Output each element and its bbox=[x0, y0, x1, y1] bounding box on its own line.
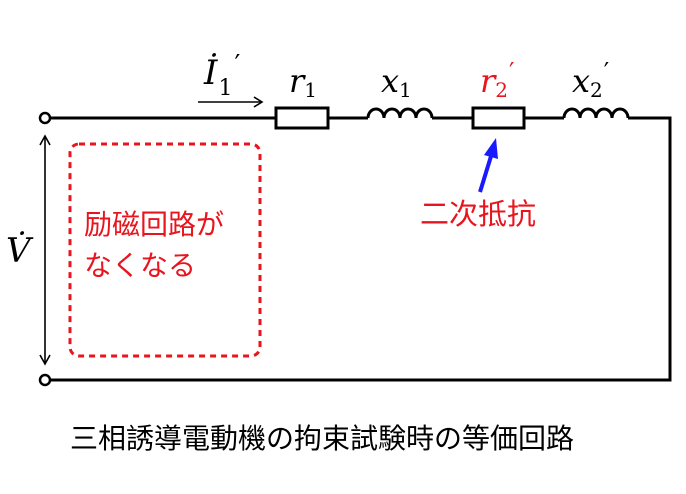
resistor-r1 bbox=[274, 106, 330, 130]
pointer-arrow bbox=[478, 138, 498, 193]
current-label: İ1′ bbox=[203, 50, 240, 101]
secondary-resistance-label: 二次抵抗 bbox=[420, 197, 536, 231]
r2-prime-label: r2′ bbox=[480, 58, 514, 102]
excitation-label-line1: 励磁回路が bbox=[84, 208, 224, 241]
x1-label: x1 bbox=[381, 62, 412, 102]
current-arrow bbox=[198, 96, 264, 108]
excitation-label-line2: なくなる bbox=[84, 249, 196, 282]
voltage-label: V̇ bbox=[6, 231, 34, 271]
inductor-x1 bbox=[366, 107, 434, 119]
r1-label: r1 bbox=[289, 62, 317, 102]
inductor-x2-prime bbox=[562, 107, 630, 119]
x2-prime-label: x2′ bbox=[572, 58, 609, 102]
bottom-terminal bbox=[38, 373, 52, 387]
voltage-arrow bbox=[39, 134, 51, 366]
circuit-wires bbox=[49, 116, 672, 382]
resistor-r2-prime bbox=[471, 106, 526, 130]
diagram-caption: 三相誘導電動機の拘束試験時の等価回路 bbox=[70, 422, 574, 455]
top-terminal bbox=[38, 111, 52, 125]
